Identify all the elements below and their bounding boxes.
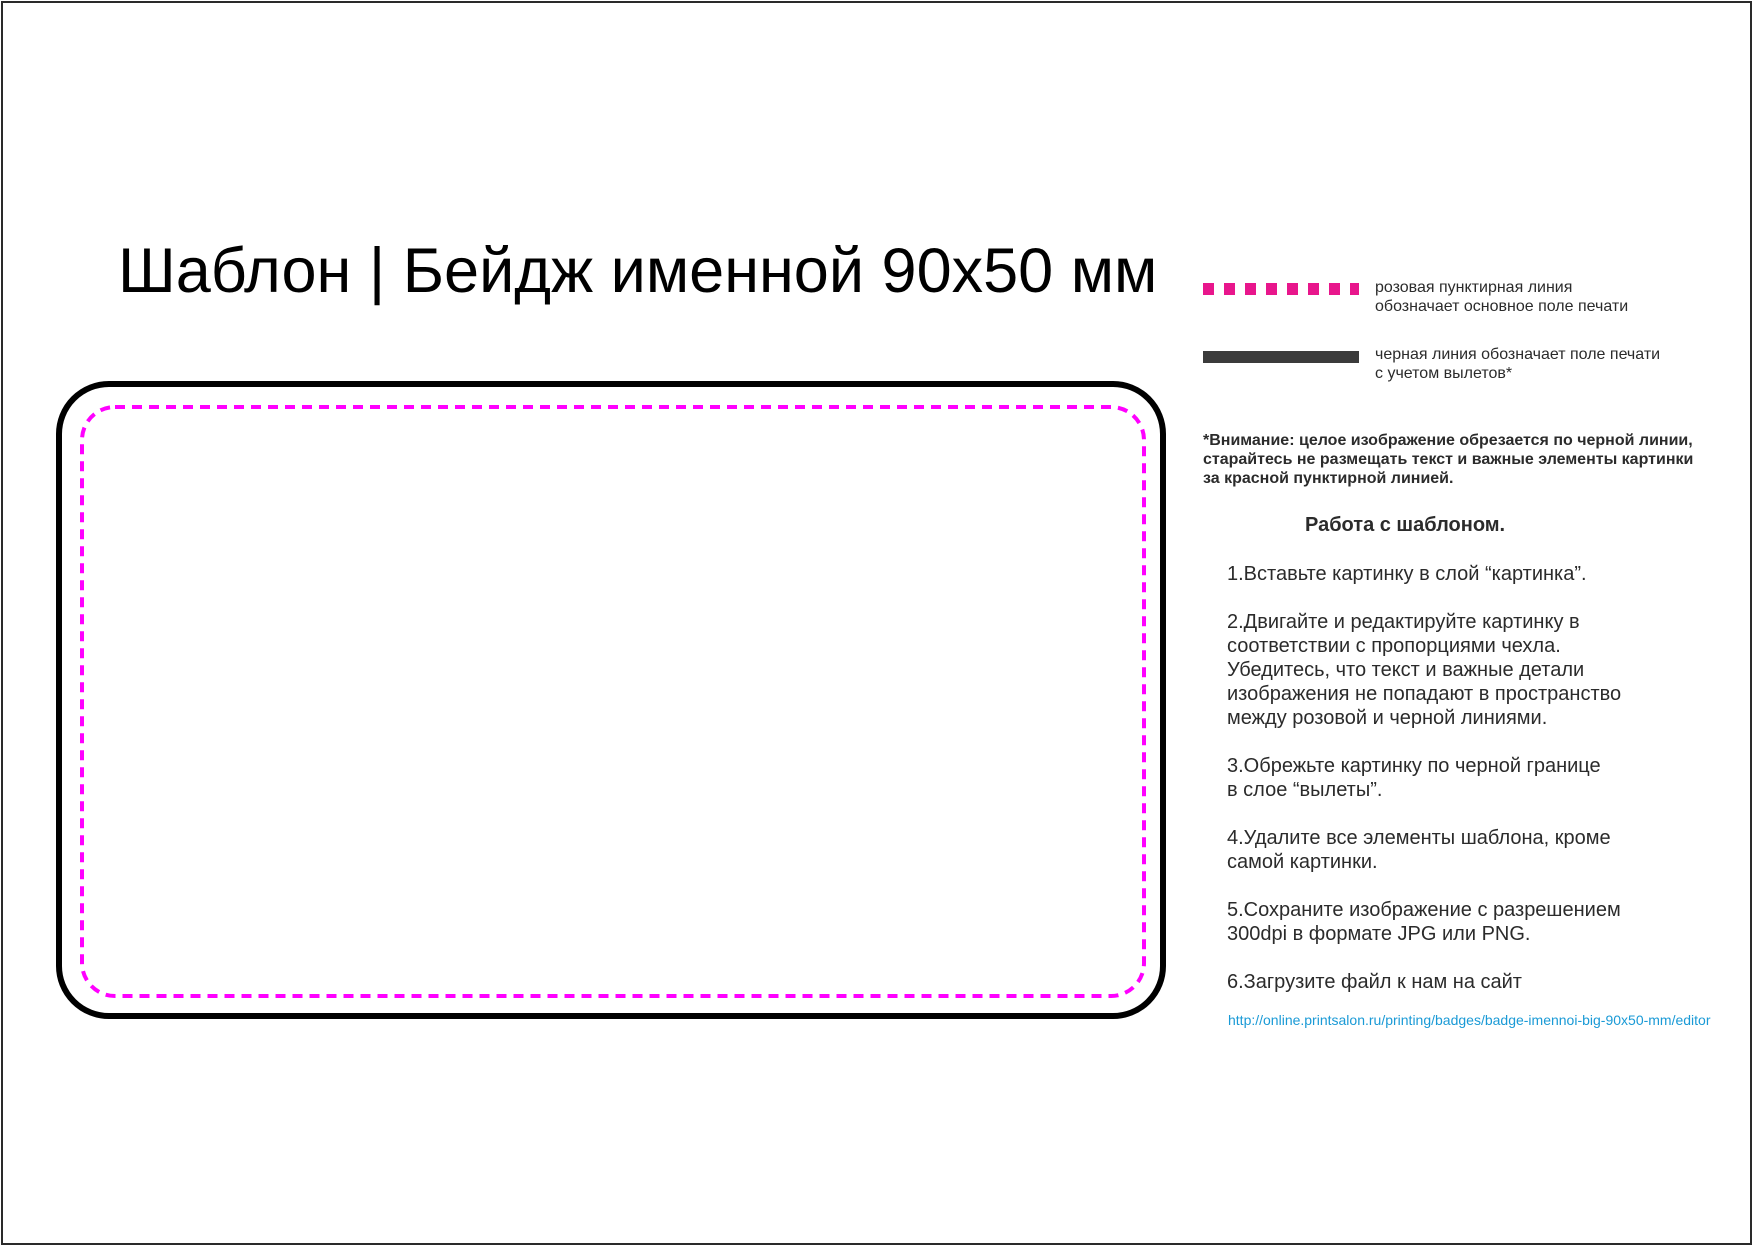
instructions-list: 1.Вставьте картинку в слой “картинка”. 2… [1227, 562, 1707, 1018]
instruction-step-6: 6.Загрузите файл к нам на сайт [1227, 971, 1522, 993]
instructions-title: Работа с шаблоном. [1305, 514, 1506, 536]
print-area-dashed-line [80, 405, 1146, 998]
instruction-step-2: 2.Двигайте и редактируйте картинку в соо… [1227, 611, 1622, 729]
instruction-step-3: 3.Обрежьте картинку по черной границе в … [1227, 755, 1601, 801]
black-legend-text: черная линия обозначает поле печати с уч… [1375, 346, 1661, 382]
black-line-legend-swatch [1203, 351, 1359, 363]
bleed-line [56, 381, 1166, 1019]
instruction-step-5: 5.Сохраните изображение с разрешением 30… [1227, 899, 1621, 945]
pink-legend-text: розовая пунктирная линия обозначает осно… [1375, 279, 1629, 315]
badge-template [56, 381, 1166, 1019]
page-title: Шаблон | Бейдж именной 90x50 мм [118, 236, 1158, 306]
warning-note: *Внимание: целое изображение обрезается … [1203, 432, 1694, 487]
editor-link[interactable]: http://online.printsalon.ru/printing/bad… [1228, 1012, 1711, 1028]
pink-dashed-legend-swatch [1203, 283, 1359, 295]
instruction-step-4: 4.Удалите все элементы шаблона, кроме са… [1227, 827, 1611, 873]
instruction-step-1: 1.Вставьте картинку в слой “картинка”. [1227, 563, 1587, 585]
